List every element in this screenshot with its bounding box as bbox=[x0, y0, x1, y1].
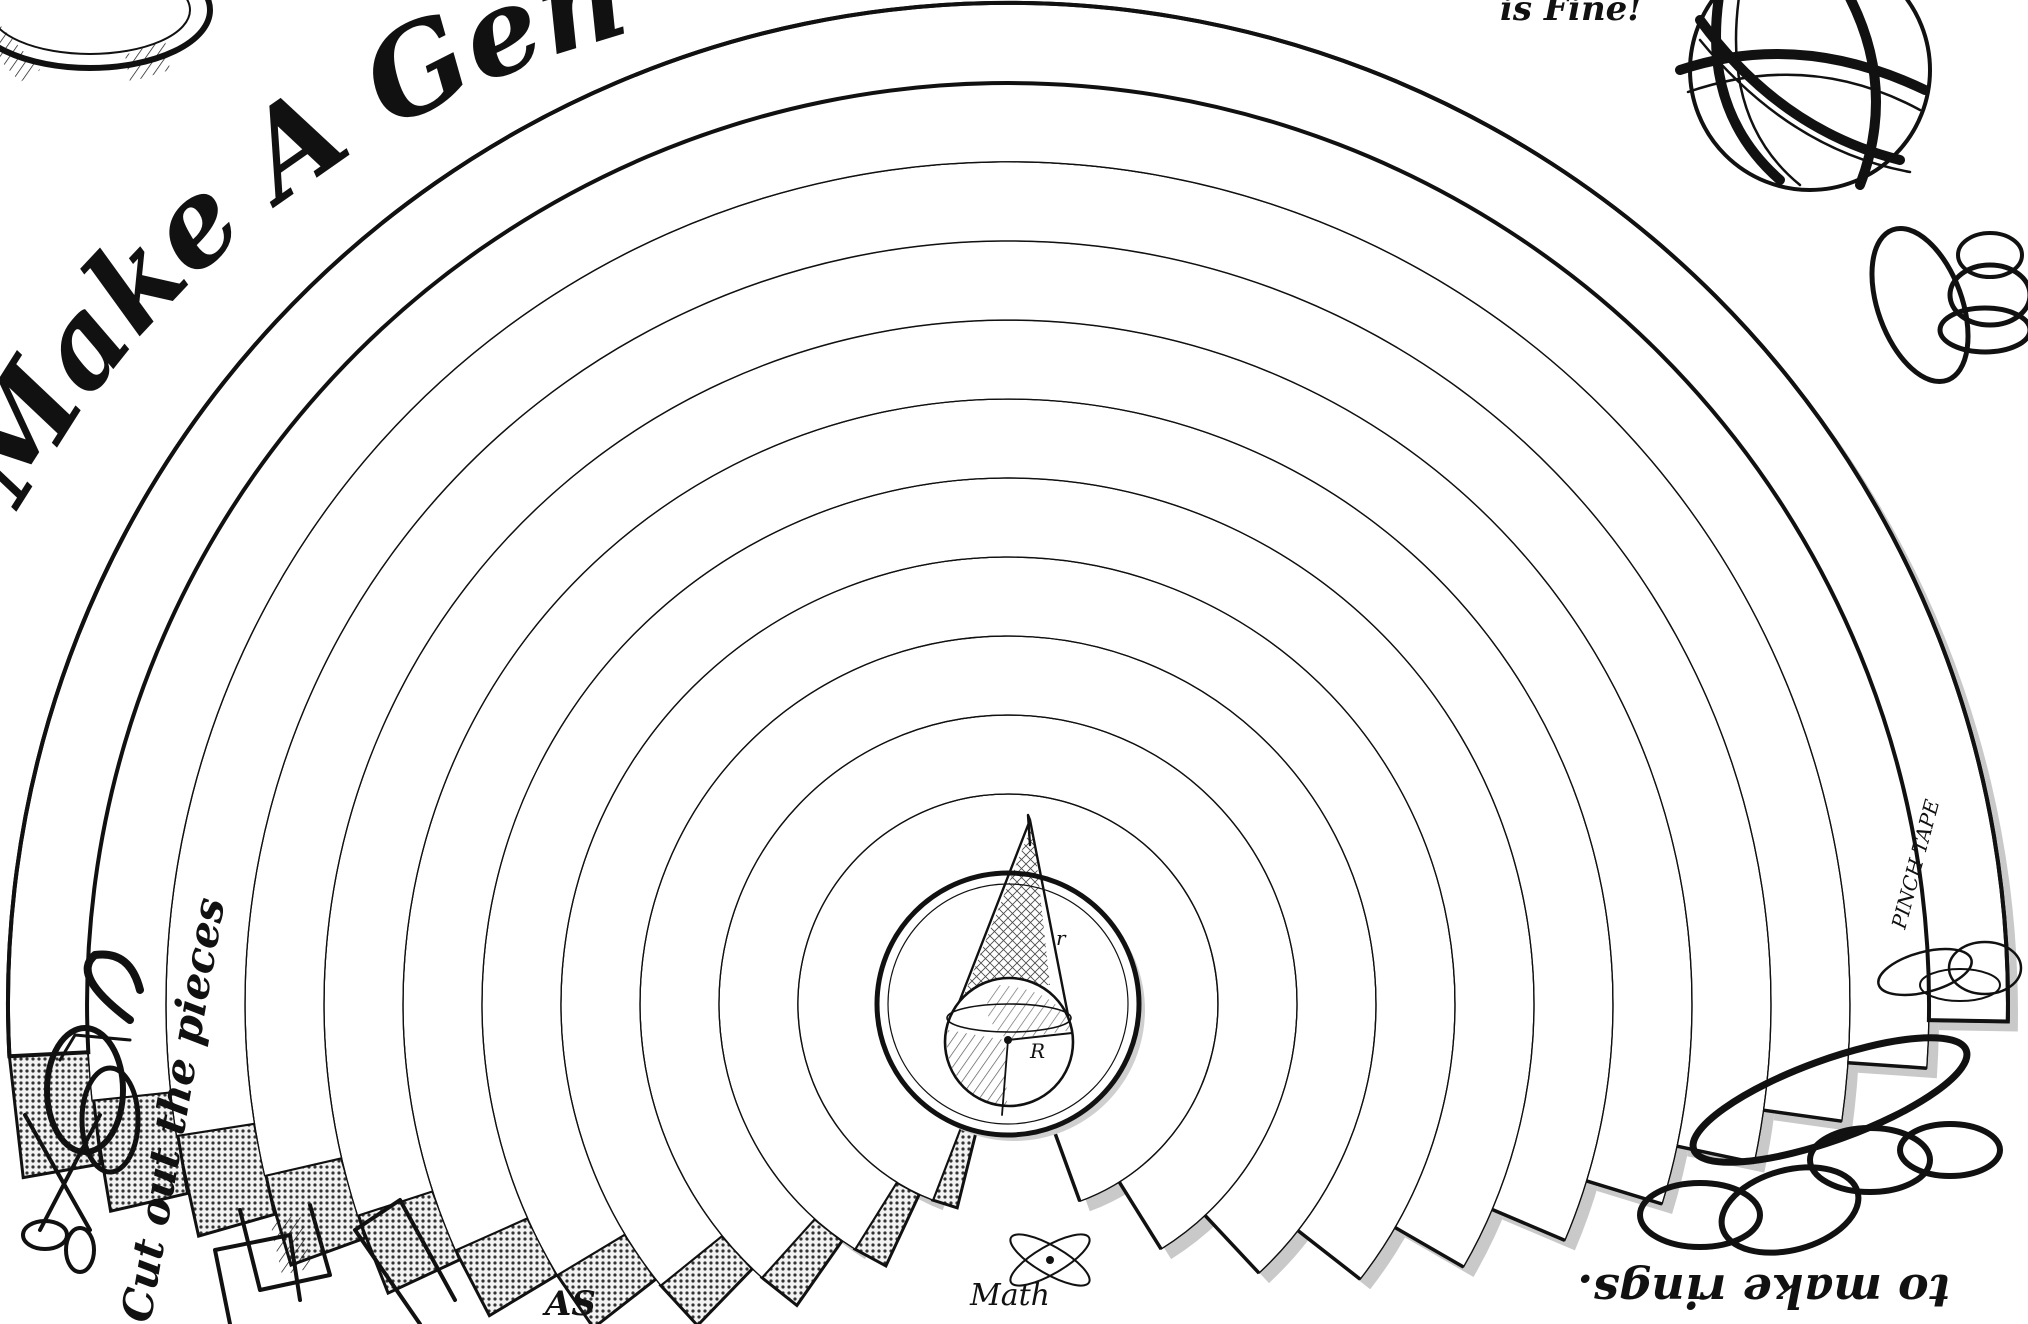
atom-math-sketch-icon: Math bbox=[969, 1225, 1096, 1313]
bottom-note-as: AS bbox=[542, 1284, 596, 1324]
ring-ball-sketch-icon bbox=[1680, 0, 1930, 190]
cone-radius-label: r bbox=[1056, 926, 1067, 950]
bottom-note-math: Math bbox=[969, 1278, 1050, 1313]
sphere-radius-label: R bbox=[1029, 1039, 1045, 1063]
ring-sketch-top-left-icon bbox=[0, 0, 210, 82]
corner-note: is Fine! bbox=[1500, 0, 1642, 29]
linked-rings-sketch-right-icon bbox=[1853, 215, 2028, 394]
cut-line bbox=[1929, 1020, 2008, 1021]
rings-instruction-text: to make rings. bbox=[1577, 1264, 1950, 1318]
rings-instruction: to make rings. bbox=[1577, 1264, 1950, 1318]
